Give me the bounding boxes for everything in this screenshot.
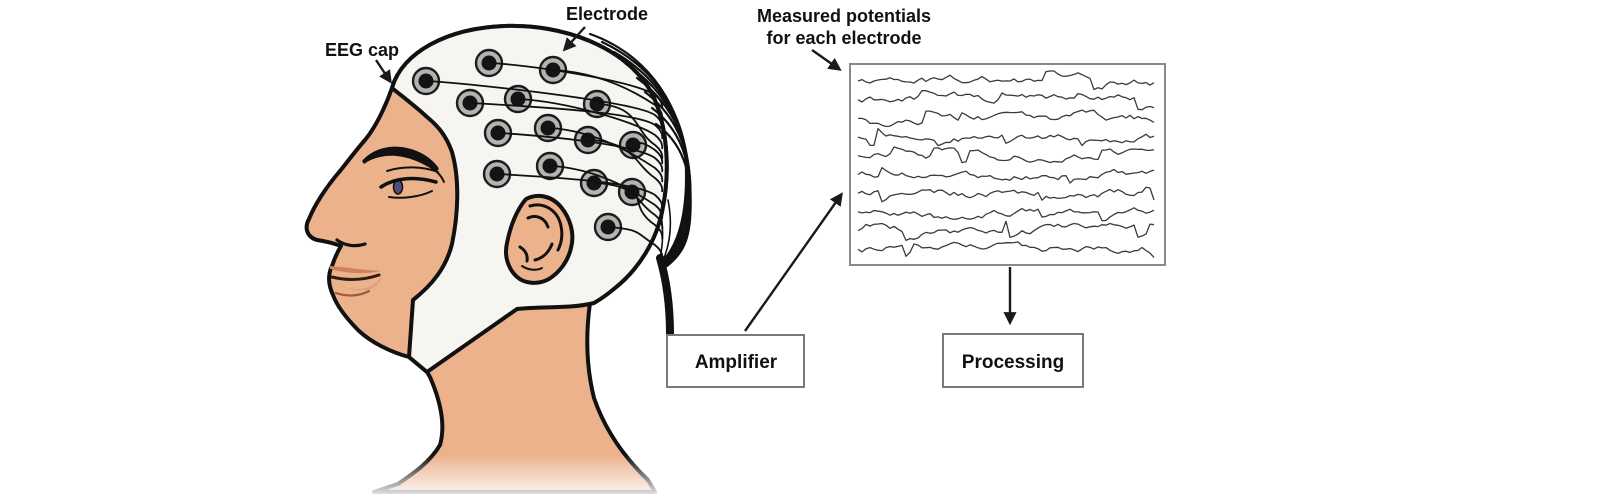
electrode-wire bbox=[499, 132, 664, 173]
electrode-core bbox=[586, 175, 602, 191]
face-features bbox=[330, 146, 445, 297]
processing-label: Processing bbox=[962, 352, 1064, 373]
eyebrow-flick bbox=[431, 167, 445, 183]
eeg-trace bbox=[857, 70, 1155, 91]
trace-group bbox=[857, 70, 1155, 258]
electrode-wire bbox=[519, 98, 664, 150]
electrode-core bbox=[510, 91, 526, 107]
amplifier-label: Amplifier bbox=[695, 352, 778, 373]
electrode-wire bbox=[498, 173, 664, 210]
electrode-core bbox=[490, 125, 506, 141]
electrode-wire bbox=[427, 80, 664, 130]
eyebrow bbox=[362, 146, 439, 171]
electrode-arrow bbox=[562, 26, 586, 52]
ear-helix-line bbox=[528, 203, 564, 252]
electrode-wire bbox=[549, 127, 664, 183]
electrode-wire bbox=[589, 139, 664, 193]
electrode-label: Electrode bbox=[566, 4, 648, 24]
amplifier-to-display-arrow bbox=[744, 192, 843, 332]
eeg-trace bbox=[857, 146, 1155, 164]
measured-potentials-arrow bbox=[811, 49, 842, 71]
electrode-wire bbox=[490, 62, 664, 110]
ear-inner-fold-line bbox=[526, 214, 550, 229]
lower-lip bbox=[333, 275, 382, 291]
ear bbox=[504, 193, 575, 285]
electrode-wire bbox=[551, 165, 664, 220]
head-illustration bbox=[304, 23, 710, 500]
lower-eyelid bbox=[388, 190, 433, 199]
eeg-trace bbox=[857, 241, 1155, 258]
electrode-core bbox=[418, 73, 434, 89]
electrode-core bbox=[540, 120, 556, 136]
electrode-core bbox=[489, 166, 505, 182]
eyelid-crease bbox=[386, 166, 439, 173]
eeg-trace bbox=[858, 109, 1155, 128]
electrode-wire bbox=[471, 102, 664, 140]
processing-box: Processing bbox=[942, 333, 1084, 388]
lip-shadow-line bbox=[334, 289, 371, 297]
ear-tragus-line bbox=[518, 245, 529, 263]
nostril-line bbox=[335, 238, 367, 248]
amplifier-cable bbox=[656, 254, 674, 338]
eeg-cap-arrow bbox=[375, 59, 392, 84]
wire-bundle bbox=[588, 32, 692, 268]
measured-potentials-label-line1: Measured potentials bbox=[757, 6, 931, 26]
eeg-trace bbox=[857, 186, 1155, 203]
eeg-trace bbox=[857, 207, 1155, 222]
eeg-cap-label: EEG cap bbox=[325, 40, 399, 60]
electrode-wire bbox=[634, 142, 664, 165]
upper-eyelid bbox=[379, 176, 438, 189]
ear-lobe-line bbox=[521, 265, 543, 271]
upper-lip bbox=[330, 266, 381, 274]
electrode-wire bbox=[598, 103, 664, 160]
electrode-core bbox=[462, 95, 478, 111]
eeg-trace bbox=[857, 89, 1155, 111]
ear-antihelix-line bbox=[533, 242, 554, 262]
electrode-core bbox=[600, 219, 616, 235]
electrode-core bbox=[481, 55, 497, 71]
electrode-core bbox=[542, 158, 558, 174]
trace-display-box bbox=[849, 63, 1166, 266]
shoulder-fade bbox=[330, 455, 710, 500]
eeg-trace-display bbox=[849, 63, 1166, 266]
electrode-array bbox=[411, 48, 664, 260]
electrode-wire bbox=[554, 69, 664, 120]
measured-potentials-label-line2: for each electrode bbox=[766, 28, 921, 48]
eeg-trace bbox=[857, 220, 1155, 242]
eeg-trace bbox=[857, 127, 1155, 147]
mouth-line bbox=[330, 273, 381, 281]
amplifier-box: Amplifier bbox=[666, 334, 805, 388]
eeg-trace bbox=[857, 166, 1155, 184]
